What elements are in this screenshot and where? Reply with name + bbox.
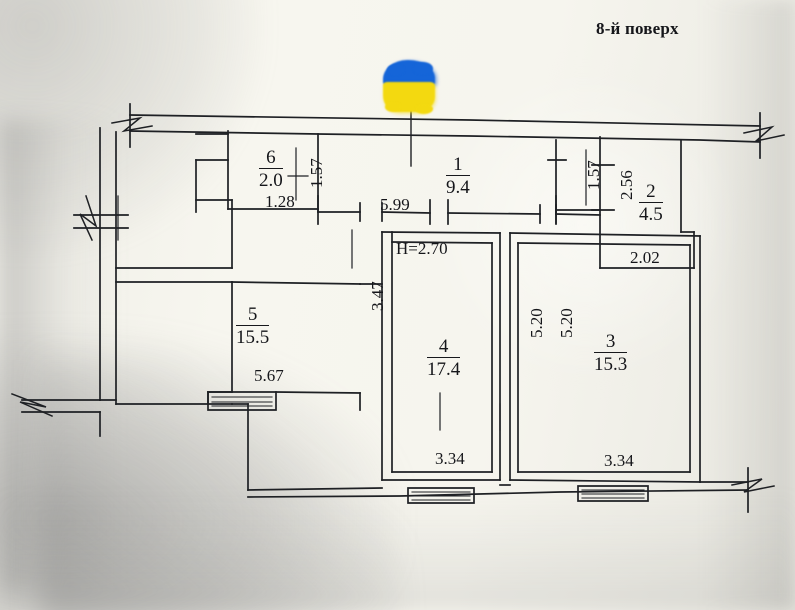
flag-dab-blue-b [413, 62, 433, 75]
room-number-3: 3 [594, 332, 628, 353]
room4-top-wall-outer [381, 231, 501, 234]
window-room3-frame [577, 485, 649, 502]
dim-room2-width: 2.02 [630, 248, 660, 267]
dim-corridor-width: 5.99 [380, 195, 410, 214]
room-stamp-3: 3 15.3 [594, 332, 628, 375]
dim-room4-width: 3.34 [435, 449, 465, 468]
shadow-top-left [0, 0, 270, 260]
room3-top-wall-outer [509, 232, 701, 237]
dim-corridor-left-height: 3.47 [368, 281, 387, 311]
room5-top-wall-c [231, 281, 361, 285]
dim-room3-left-height: 5.20 [557, 308, 576, 338]
room3-bottom-wall-outer [509, 479, 701, 483]
flag-dab-yellow-b [415, 104, 433, 114]
shadow-bottom-edge [0, 490, 795, 610]
ukraine-flag-icon [383, 58, 441, 114]
bottom-perimeter-a [247, 487, 383, 491]
dim-room4-right-height: 5.20 [527, 308, 546, 338]
dim-room3-width: 3.34 [604, 451, 634, 470]
room-area-6: 2.0 [259, 170, 283, 191]
corridor-bottom-seg-a [381, 211, 431, 214]
break-zigzag-bottom-left [11, 393, 53, 417]
room-number-6: 6 [259, 148, 283, 169]
ceiling-height-note: H=2.70 [396, 239, 448, 258]
room-stamp-2: 2 4.5 [639, 182, 663, 224]
flag-dab-blue-a [387, 64, 405, 76]
dim-room6-height: 1.57 [307, 158, 326, 188]
dim-room2-top-height: 1.57 [584, 160, 603, 190]
room-area-3: 15.3 [594, 354, 628, 375]
break-zigzag-left [79, 195, 98, 241]
corridor-bottom-seg-b [447, 212, 541, 215]
room-area-5: 15.5 [236, 327, 270, 348]
room-stamp-5: 5 15.5 [236, 305, 270, 348]
window-room4-frame [407, 487, 475, 504]
dim-room5-width: 5.67 [254, 366, 284, 385]
room-area-4: 17.4 [427, 359, 461, 380]
break-zigzag-top-left [111, 116, 153, 133]
page-title: 8-й поверх [596, 19, 679, 38]
room-number-5: 5 [236, 305, 270, 326]
dim-room2-height: 2.56 [617, 170, 636, 200]
walls [11, 103, 785, 513]
flag-dab-yellow-a [385, 102, 401, 112]
top-outer-wall-lower [129, 130, 761, 143]
bottom-perimeter-lower [247, 489, 749, 498]
dim-room6-width: 1.28 [265, 192, 295, 211]
top-outer-wall-upper [129, 114, 761, 127]
room-number-4: 4 [427, 337, 461, 358]
paper-highlight [420, 60, 750, 390]
room-area-2: 4.5 [639, 204, 663, 225]
break-zigzag-top-right [743, 125, 785, 143]
room-stamp-4: 4 17.4 [427, 337, 461, 380]
room4-top-wall-inner [391, 241, 493, 244]
balcony-left-rail [275, 391, 361, 394]
room-area-1: 9.4 [446, 177, 470, 198]
balcony-left-frame [207, 391, 277, 411]
room-number-2: 2 [639, 182, 663, 203]
shadow-bottom-left [0, 330, 400, 610]
room-stamp-1: 1 9.4 [446, 155, 470, 197]
room3-top-wall-inner [517, 242, 691, 246]
room-number-1: 1 [446, 155, 470, 176]
shadow-right-edge [705, 0, 795, 610]
room-stamp-6: 6 2.0 [259, 148, 283, 190]
break-zigzag-bottom-right [731, 478, 775, 493]
corridor-bottom-seg-c [555, 213, 601, 216]
